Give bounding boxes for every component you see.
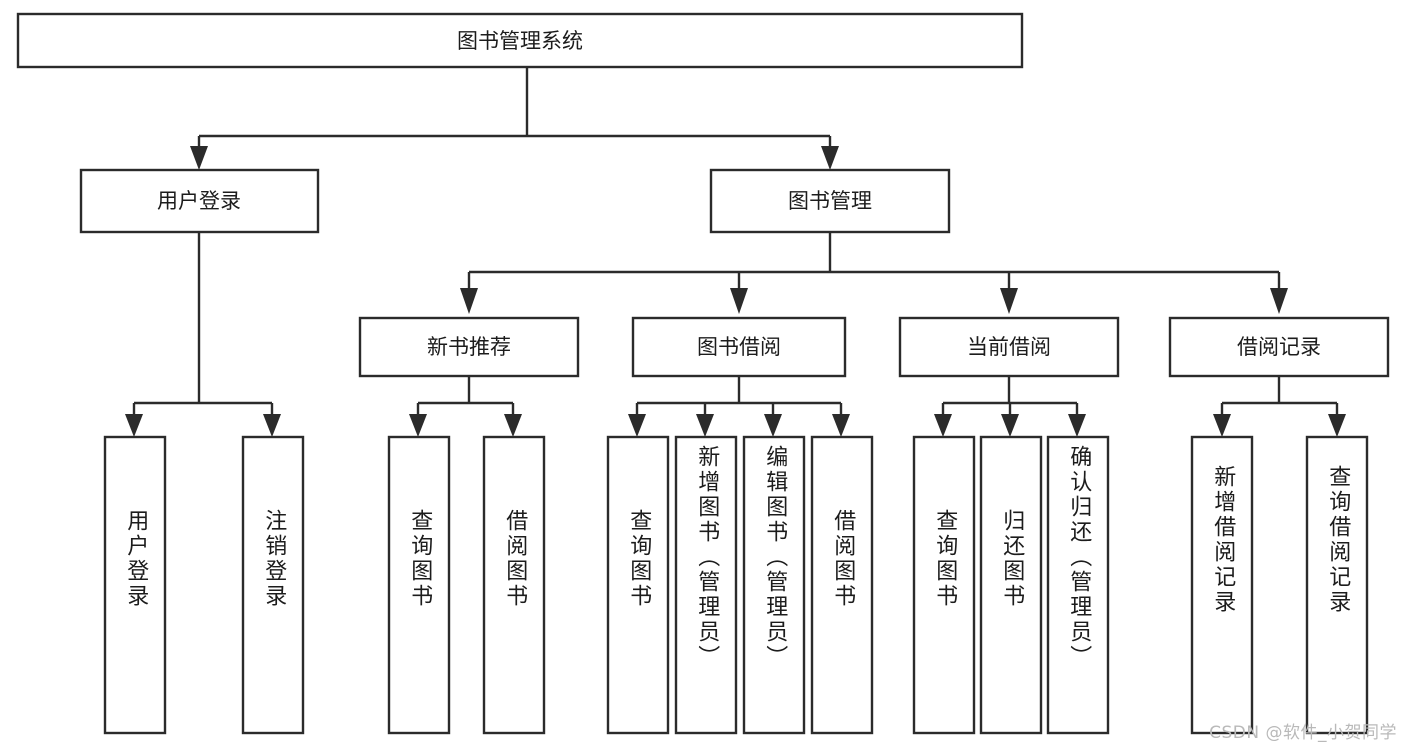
arrow-to-leaf-add-record: [1213, 414, 1231, 437]
node-leaf-query-book-2-box[interactable]: [606, 435, 670, 735]
edge-newbook-to-leaves: [409, 376, 522, 437]
arrow-to-user-login: [190, 146, 208, 170]
node-borrow-record[interactable]: 借阅记录: [1168, 316, 1390, 378]
node-leaf-add-book-box[interactable]: [674, 435, 738, 735]
node-leaf-borrow-book-1-box[interactable]: [482, 435, 546, 735]
arrow-to-leaf-logout-login: [263, 414, 281, 437]
node-book-manage[interactable]: 图书管理: [709, 168, 951, 234]
node-book-borrow-box[interactable]: [631, 316, 847, 378]
node-current-borrow-box[interactable]: [898, 316, 1120, 378]
node-new-book-rec-label: 新书推荐: [427, 335, 511, 359]
arrow-to-newbook: [460, 288, 478, 314]
node-leaf-query-record-box[interactable]: [1305, 435, 1369, 735]
node-book-borrow[interactable]: 图书借阅: [631, 316, 847, 378]
node-user-login[interactable]: 用户登录: [79, 168, 320, 234]
arrow-to-leaf-query-record: [1328, 414, 1346, 437]
node-leaf-user-login-box[interactable]: [103, 435, 167, 735]
edge-bookborrow-to-leaves: [628, 376, 850, 437]
arrow-to-leaf-query-book-3: [934, 414, 952, 437]
node-book-manage-label: 图书管理: [788, 189, 872, 213]
node-user-login-label: 用户登录: [157, 189, 241, 213]
node-new-book-rec-box[interactable]: [358, 316, 580, 378]
node-leaf-query-book-3-box[interactable]: [912, 435, 976, 735]
arrow-to-leaf-user-login: [125, 414, 143, 437]
edge-root-to-level2: [190, 67, 839, 170]
arrow-to-borrowrecord: [1270, 288, 1288, 314]
node-leaf-confirm-return-box[interactable]: [1046, 435, 1110, 735]
leaf-boxes: [103, 435, 1369, 735]
node-user-login-box[interactable]: [79, 168, 320, 234]
arrow-to-leaf-query-book-2: [628, 414, 646, 437]
node-leaf-query-book-1-box[interactable]: [387, 435, 451, 735]
edge-currentborrow-to-leaves: [934, 376, 1086, 437]
arrow-to-leaf-add-book: [696, 414, 714, 437]
node-leaf-add-record-box[interactable]: [1190, 435, 1254, 735]
arrow-to-leaf-borrow-book-2: [832, 414, 850, 437]
node-leaf-edit-book-box[interactable]: [742, 435, 806, 735]
edge-borrowrecord-to-leaves: [1213, 376, 1346, 437]
arrow-to-bookborrow: [730, 288, 748, 314]
node-current-borrow-label: 当前借阅: [967, 335, 1051, 359]
edge-bookmanage-to-level3: [460, 232, 1288, 314]
node-root-label: 图书管理系统: [457, 29, 583, 53]
arrow-to-leaf-confirm-return: [1068, 414, 1086, 437]
node-book-borrow-label: 图书借阅: [697, 335, 781, 359]
node-leaf-return-book-box[interactable]: [979, 435, 1043, 735]
edge-userlogin-to-leaves: [125, 232, 281, 437]
arrow-to-leaf-return-book: [1001, 414, 1019, 437]
arrow-to-currentborrow: [1000, 288, 1018, 314]
node-borrow-record-box[interactable]: [1168, 316, 1390, 378]
node-leaf-borrow-book-2-box[interactable]: [810, 435, 874, 735]
node-new-book-rec[interactable]: 新书推荐: [358, 316, 580, 378]
node-root-box[interactable]: [16, 12, 1024, 69]
arrow-to-leaf-edit-book: [764, 414, 782, 437]
node-current-borrow[interactable]: 当前借阅: [898, 316, 1120, 378]
node-leaf-logout-login-box[interactable]: [241, 435, 305, 735]
arrow-to-leaf-borrow-book-1: [504, 414, 522, 437]
node-borrow-record-label: 借阅记录: [1237, 335, 1321, 359]
watermark: CSDN @软件_小贺同学: [1209, 723, 1397, 743]
arrow-to-book-manage: [821, 146, 839, 170]
arrow-to-leaf-query-book-1: [409, 414, 427, 437]
node-book-manage-box[interactable]: [709, 168, 951, 234]
node-root[interactable]: 图书管理系统: [16, 12, 1024, 69]
